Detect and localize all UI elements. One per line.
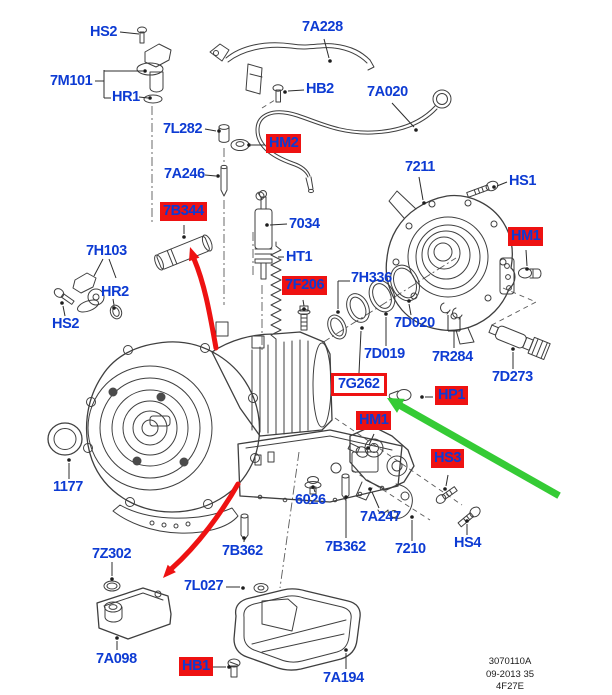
part-label-7z302[interactable]: 7Z302 [92, 546, 132, 562]
part-label-7b362-right[interactable]: 7B362 [325, 539, 366, 555]
transaxle-case-drawing [83, 321, 403, 534]
dipstick-7a020-drawing [218, 89, 452, 197]
part-label-7b344[interactable]: 7B344 [160, 202, 207, 221]
part-label-hb1[interactable]: HB1 [179, 657, 213, 676]
part-label-hb2[interactable]: HB2 [306, 81, 334, 97]
part-label-7211[interactable]: 7211 [405, 159, 435, 175]
oil-pan-7a194-drawing [233, 588, 361, 671]
doc-code: 4F27E [496, 681, 524, 692]
seal-7g262-drawing [346, 293, 370, 323]
part-label-hm2[interactable]: HM2 [266, 134, 302, 153]
doc-footer: 3070110A 09-2013 35 4F27E [462, 656, 558, 694]
part-label-hr1[interactable]: HR1 [112, 89, 140, 105]
grommet-7l027-drawing [253, 583, 269, 593]
pipe-7b344-drawing [154, 234, 213, 271]
part-label-6026[interactable]: 6026 [295, 492, 326, 508]
bracket-7a247-drawing [347, 425, 481, 528]
part-label-hr2[interactable]: HR2 [101, 284, 129, 300]
plug-hp1-drawing [388, 389, 412, 402]
part-label-hs2-left[interactable]: HS2 [52, 316, 80, 332]
part-label-7l282[interactable]: 7L282 [163, 121, 203, 137]
sensor-7d273-drawing [488, 324, 551, 360]
part-label-7d273[interactable]: 7D273 [492, 369, 533, 385]
part-label-hs3[interactable]: HS3 [431, 449, 465, 468]
filter-7a098-drawing [96, 587, 172, 640]
bolt-hs4-drawing [457, 506, 481, 528]
sensor-7m101-drawing [136, 26, 172, 104]
part-label-hs4[interactable]: HS4 [454, 535, 482, 551]
stud-7f206-drawing [297, 305, 311, 331]
green-arrow-to-7g262 [387, 398, 561, 499]
bolt-hs3-drawing [435, 486, 458, 504]
part-label-7a020[interactable]: 7A020 [367, 84, 408, 100]
pin-7b362-left-drawing [240, 513, 249, 541]
sensor-7h103-drawing [53, 272, 123, 320]
part-label-hp1[interactable]: HP1 [435, 386, 469, 405]
converter-housing-7211-drawing [385, 180, 551, 360]
spring-ht1-drawing [270, 241, 282, 344]
part-label-1177[interactable]: 1177 [53, 479, 83, 495]
part-label-hs1[interactable]: HS1 [509, 173, 537, 189]
part-label-hs2-top[interactable]: HS2 [90, 24, 118, 40]
damper-7034-drawing [254, 190, 273, 280]
part-label-7034[interactable]: 7034 [289, 216, 320, 232]
bolt-hb1-drawing [227, 658, 241, 678]
part-label-7g262[interactable]: 7G262 [331, 373, 387, 396]
part-label-7a228[interactable]: 7A228 [302, 19, 343, 35]
part-label-7f206[interactable]: 7F206 [282, 276, 328, 295]
part-label-7a247[interactable]: 7A247 [360, 509, 401, 525]
doc-number: 3070110A [488, 656, 532, 667]
part-label-7h103[interactable]: 7H103 [86, 243, 127, 259]
part-label-7l027[interactable]: 7L027 [184, 578, 224, 594]
part-label-7a194[interactable]: 7A194 [323, 670, 364, 686]
part-label-7d020[interactable]: 7D020 [394, 315, 435, 331]
part-label-7b362-left[interactable]: 7B362 [222, 543, 263, 559]
part-label-ht1[interactable]: HT1 [286, 249, 313, 265]
part-label-7a098[interactable]: 7A098 [96, 651, 137, 667]
seal-1177-drawing [47, 422, 83, 456]
part-label-7210[interactable]: 7210 [395, 541, 426, 557]
tube-7a228-drawing [209, 42, 375, 201]
part-label-7d019[interactable]: 7D019 [364, 346, 405, 362]
red-arrow-to-7b344 [189, 247, 219, 351]
red-arrow-to-7a098 [163, 481, 241, 578]
part-label-7m101[interactable]: 7M101 [50, 73, 93, 89]
part-label-7r284[interactable]: 7R284 [432, 349, 473, 365]
part-label-hm1-right[interactable]: HM1 [508, 227, 544, 246]
oring-7z302-drawing [103, 580, 121, 592]
leader-lines [60, 31, 529, 669]
seal-rings-drawing [327, 264, 420, 340]
doc-date-page: 09-2013 35 [485, 668, 535, 680]
part-label-7a246[interactable]: 7A246 [164, 166, 205, 182]
part-label-hm1-mid[interactable]: HM1 [356, 411, 392, 430]
part-label-7h336[interactable]: 7H336 [351, 270, 392, 286]
